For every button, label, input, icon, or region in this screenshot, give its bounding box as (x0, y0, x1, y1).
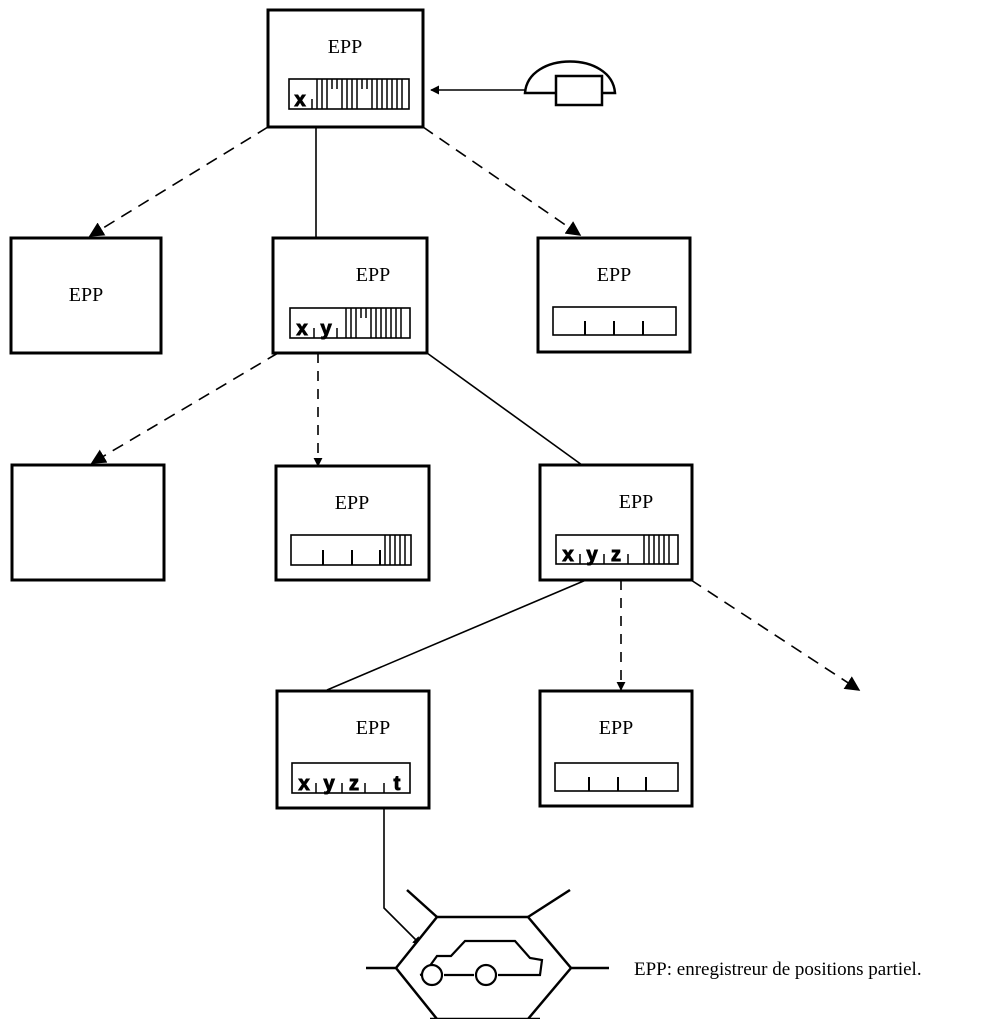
edge-root-to-l1c (422, 126, 582, 236)
edge-l2c-outgoing (690, 579, 861, 691)
legend-text: EPP: enregistreur de positions partiel. (634, 959, 922, 980)
vehicle-cell (366, 888, 609, 1019)
edge-l2c-to-l3a (326, 579, 587, 691)
car-icon (419, 939, 544, 987)
position-register: x y (289, 307, 411, 341)
position-register (552, 306, 677, 336)
edge-l1b-to-l2c (426, 352, 583, 466)
node-l3b: EPP (538, 689, 694, 808)
position-register (554, 762, 679, 792)
node-label: EPP (356, 717, 390, 739)
edge-l3a-to-vehicle (383, 809, 422, 946)
node-root: EPP x (266, 8, 425, 129)
register-segment: y (586, 544, 598, 566)
position-register: x y z (555, 534, 679, 567)
register-segment: x (296, 318, 307, 340)
edge-l1b-to-l2a (90, 352, 279, 464)
node-label: EPP (597, 264, 631, 286)
node-label: EPP (328, 36, 362, 58)
register-segment: y (323, 773, 335, 795)
register-segment: x (294, 89, 305, 111)
node-l2b: EPP (274, 464, 431, 582)
node-label: EPP (69, 284, 103, 306)
node-l1c: EPP (536, 236, 692, 354)
node-label: EPP (599, 717, 633, 739)
edge-root-to-l1a (88, 126, 269, 237)
register-segment: x (298, 773, 309, 795)
node-l2a (10, 463, 166, 582)
node-l1b: EPP x y (271, 236, 429, 355)
register-segment: x (562, 544, 573, 566)
position-register (290, 534, 412, 566)
register-segment: y (320, 318, 332, 340)
register-segment: z (611, 544, 621, 566)
node-l1a: EPP (9, 236, 163, 355)
telephone-icon (523, 60, 617, 107)
connections (88, 85, 861, 946)
node-label: EPP (356, 264, 390, 286)
position-register: x y z t (291, 762, 411, 796)
node-label: EPP (335, 492, 369, 514)
node-l3a: EPP x y z t (275, 689, 431, 810)
node-label: EPP (619, 491, 653, 513)
position-register: x (288, 78, 410, 112)
register-segment: t (394, 773, 401, 795)
register-segment: z (349, 773, 359, 795)
node-l2c: EPP x y z (538, 463, 694, 582)
